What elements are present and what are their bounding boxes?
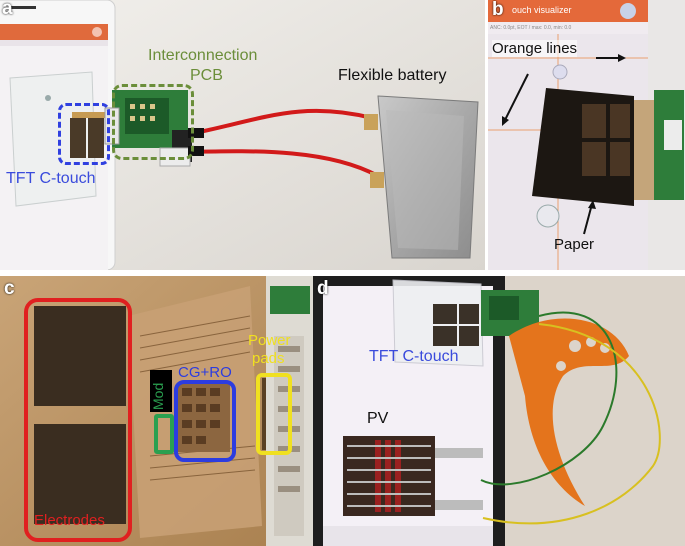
pcb-label: PCB [190,67,223,84]
tft-highlight-box [58,103,110,165]
cg-ro-label: CG+RO [178,364,232,381]
panel-c: c Mod CG+RO Power pads Electrodes [0,276,313,546]
panel-b-photo [488,0,685,270]
electrodes-label: Electrodes [34,512,105,529]
tft-ctouch-label-d: TFT C-touch [369,348,459,365]
red-cable-top [189,108,373,136]
mod-label: Mod [150,382,166,410]
app-bar [0,24,108,40]
paper-label: Paper [554,236,595,253]
electrode-bottom [34,424,126,524]
flexible-battery-label: Flexible battery [338,67,447,84]
orange-holder [509,318,629,506]
panel-b: b ouch visualizer ANC: 0.0pt, EOT / max:… [488,0,685,270]
panel-label-b: b [492,0,504,20]
power-label: Power [248,332,291,349]
red-cable-bottom [189,149,379,178]
interconnection-label: Interconnection [148,47,258,64]
sensor-pad [70,118,86,158]
pcb-highlight-box [112,84,194,160]
app-title: ouch visualizer [512,5,572,15]
electrode-top [34,306,126,406]
panel-a: a Interconnection PCB Flexible battery T… [0,0,485,270]
electrodes-box [24,298,132,542]
tft-ctouch-label: TFT C-touch [6,170,96,187]
panel-d-photo [313,276,685,546]
cg-ro-box [174,380,236,462]
power-pads-box [256,373,292,455]
panel-label-a: a [2,0,13,19]
panel-d: d TFT C-touch PV [313,276,685,546]
orange-lines-label: Orange lines [492,40,578,57]
pads-label: pads [252,350,285,367]
pv-label: PV [367,410,389,427]
panel-label-c: c [4,278,15,299]
app-status-text: ANC: 0.0pt, EOT / max: 0.0, min: 0.0 [490,25,572,31]
mod-box [154,414,174,454]
panel-label-d: d [317,278,329,299]
app-bar [488,0,648,22]
